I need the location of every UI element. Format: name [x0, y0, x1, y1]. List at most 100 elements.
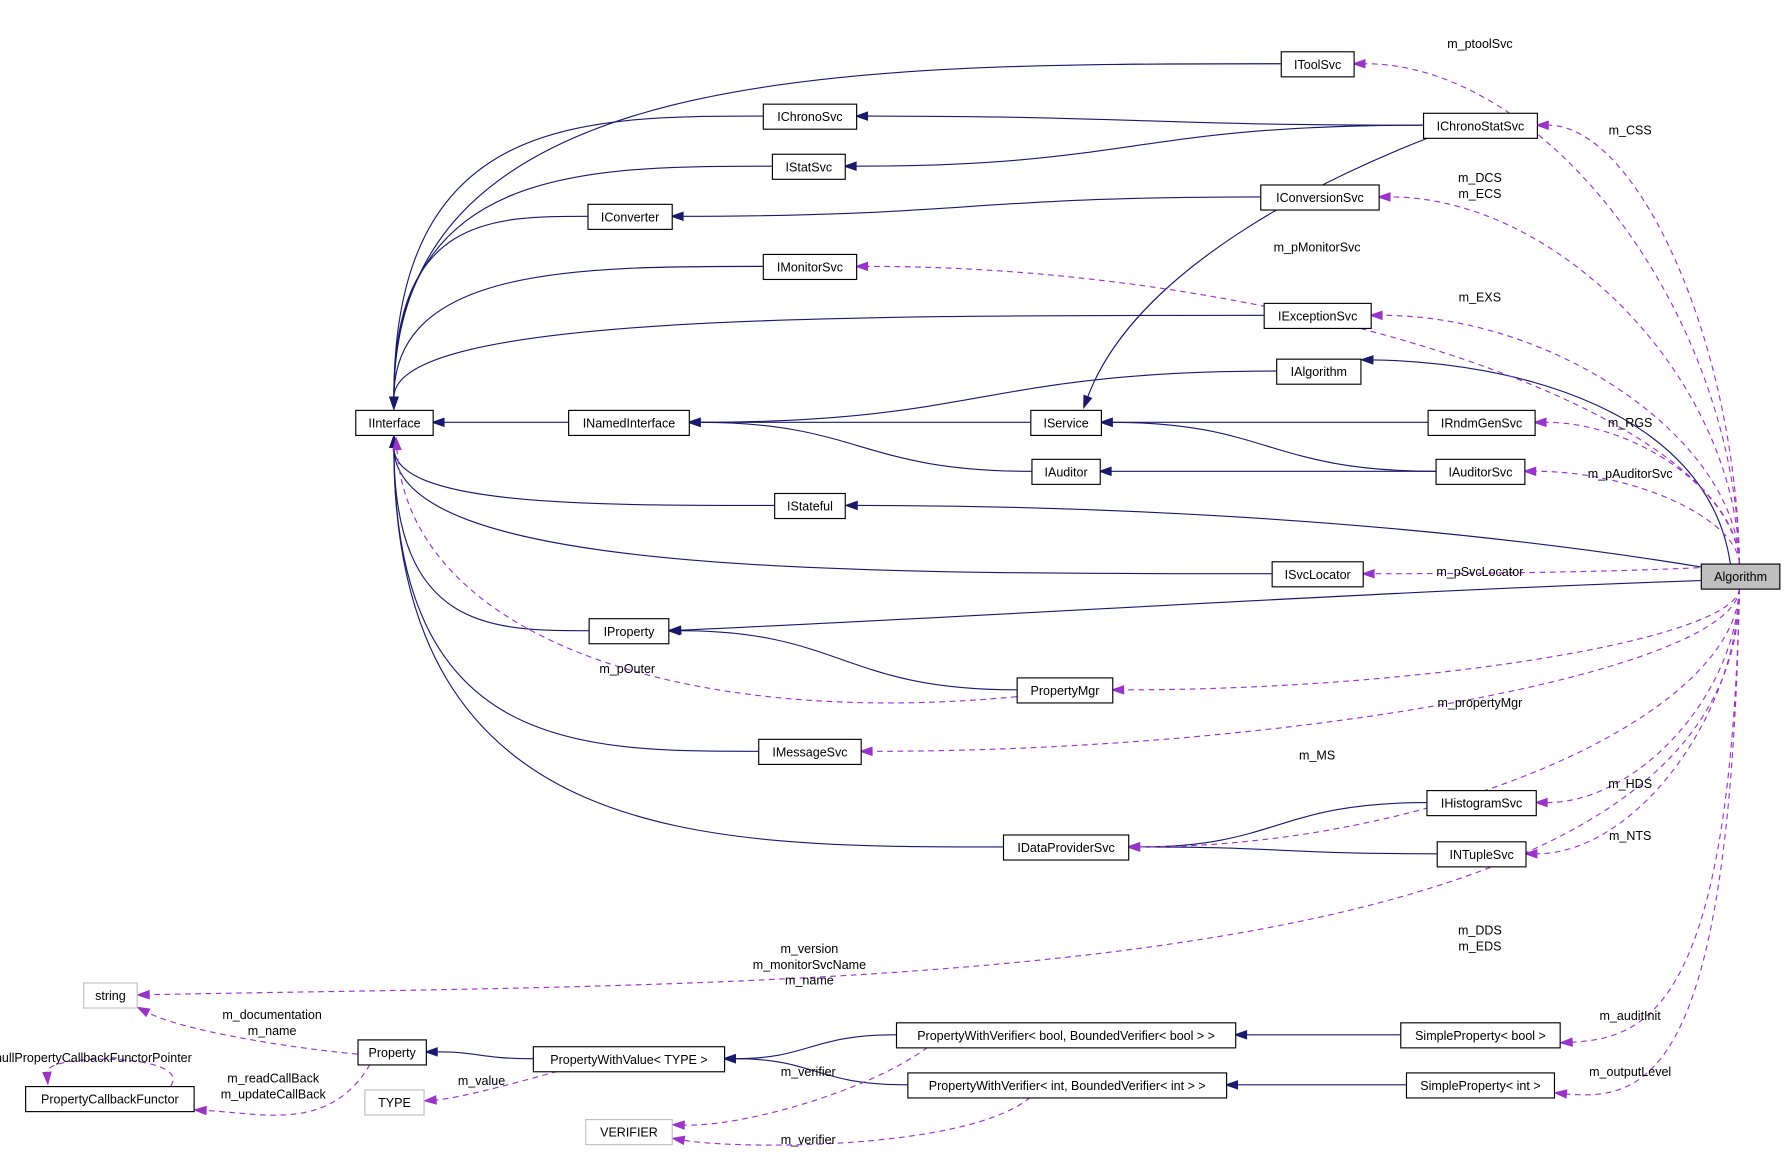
node-ichronostatsvc[interactable]: IChronoStatSvc — [1422, 112, 1538, 139]
arrowhead-icon — [1522, 466, 1537, 477]
node-iauditor[interactable]: IAuditor — [1031, 458, 1101, 485]
arrowhead-icon — [42, 1071, 52, 1086]
node-box[interactable] — [1271, 561, 1364, 588]
node-label: PropertyWithVerifier< bool, BoundedVerif… — [917, 1029, 1215, 1043]
node-box[interactable] — [1400, 1022, 1561, 1049]
node-box[interactable] — [907, 1072, 1228, 1099]
node-ihistogramsvc[interactable]: IHistogramSvc — [1426, 790, 1537, 817]
edge-label-line: m_version — [781, 942, 839, 956]
node-propertywithvalue-type[interactable]: PropertyWithValue< TYPE > — [532, 1046, 726, 1073]
edge-label: m_HDS — [1608, 777, 1652, 791]
node-propertycallbackfunctor[interactable]: PropertyCallbackFunctor — [25, 1086, 195, 1113]
node-idataprovidersvc[interactable]: IDataProviderSvc — [1002, 834, 1130, 861]
node-property[interactable]: Property — [357, 1039, 427, 1066]
arrowhead-icon — [722, 1053, 736, 1064]
node-string[interactable]: string — [83, 982, 138, 1009]
node-box[interactable] — [364, 1089, 425, 1116]
node-irndmgensvc[interactable]: IRndmGenSvc — [1427, 409, 1536, 436]
edge-propertywithverifier-int-boundedverifier-int-to-verifier — [683, 1096, 1031, 1146]
node-simpleproperty-bool[interactable]: SimpleProperty< bool > — [1400, 1022, 1561, 1049]
node-label: IInterface — [368, 416, 420, 430]
arrowhead-icon — [422, 1095, 437, 1105]
node-box[interactable] — [1422, 112, 1538, 139]
node-box[interactable] — [762, 253, 858, 281]
node-box[interactable] — [758, 738, 862, 765]
arrowhead-icon — [1360, 568, 1375, 579]
node-box[interactable] — [895, 1022, 1237, 1049]
node-ialgorithm[interactable]: IAlgorithm — [1276, 358, 1362, 385]
edge-ichronostatsvc-to-ichronosvc — [867, 115, 1423, 126]
node-iservice[interactable]: IService — [1030, 409, 1102, 436]
node-itoolsvc[interactable]: IToolSvc — [1280, 51, 1355, 78]
arrowhead-icon — [1110, 685, 1125, 695]
node-intuplesvc[interactable]: INTupleSvc — [1436, 841, 1527, 868]
node-box[interactable] — [1435, 458, 1526, 485]
node-box[interactable] — [1427, 409, 1536, 436]
node-istatsvc[interactable]: IStatSvc — [771, 153, 846, 180]
edge-label-line: m_pMonitorSvc — [1274, 241, 1361, 255]
node-box[interactable] — [1002, 834, 1130, 861]
node-label: Algorithm — [1714, 570, 1767, 584]
node-iconverter[interactable]: IConverter — [587, 203, 673, 230]
node-label: SimpleProperty< bool > — [1415, 1029, 1546, 1043]
node-box[interactable] — [1436, 841, 1527, 868]
edge-algorithm-to-intuplesvc — [1536, 588, 1741, 855]
node-box[interactable] — [771, 153, 846, 180]
node-box[interactable] — [1405, 1072, 1556, 1099]
node-iinterface[interactable]: IInterface — [355, 409, 434, 436]
node-box[interactable] — [1260, 184, 1380, 211]
arrowhead-icon — [1559, 1037, 1573, 1047]
node-box[interactable] — [588, 618, 670, 645]
node-type[interactable]: TYPE — [364, 1089, 425, 1116]
node-box[interactable] — [355, 409, 434, 436]
node-iexceptionsvc[interactable]: IExceptionSvc — [1263, 302, 1372, 329]
node-propertywithverifier-int-boundedverifier-int[interactable]: PropertyWithVerifier< int, BoundedVerifi… — [907, 1072, 1228, 1099]
node-box[interactable] — [1016, 677, 1114, 704]
node-box[interactable] — [1280, 51, 1355, 78]
edge-label: m_pOuter — [599, 662, 655, 676]
node-box[interactable] — [83, 982, 138, 1009]
node-ichronosvc[interactable]: IChronoSvc — [762, 103, 858, 130]
edge-algorithm-to-ichronostatsvc — [1548, 124, 1741, 564]
node-box[interactable] — [587, 203, 673, 230]
node-istateful[interactable]: IStateful — [774, 492, 846, 520]
node-propertywithverifier-bool-boundedverifier-bool[interactable]: PropertyWithVerifier< bool, BoundedVerif… — [895, 1022, 1237, 1049]
node-verifier[interactable]: VERIFIER — [585, 1119, 673, 1146]
node-box[interactable] — [357, 1039, 427, 1066]
node-box[interactable] — [762, 103, 858, 130]
edge-algorithm-to-irndmgensvc — [1545, 421, 1741, 564]
edge-label: m_pAuditorSvc — [1588, 467, 1673, 481]
node-box[interactable] — [1700, 563, 1781, 590]
node-iauditorsvc[interactable]: IAuditorSvc — [1435, 458, 1526, 485]
node-box[interactable] — [25, 1086, 195, 1113]
node-box[interactable] — [1263, 302, 1372, 329]
node-box[interactable] — [1030, 409, 1102, 436]
node-algorithm[interactable]: Algorithm — [1700, 563, 1781, 590]
node-propertymgr[interactable]: PropertyMgr — [1016, 677, 1114, 704]
node-inamedinterface[interactable]: INamedInterface — [568, 409, 690, 436]
node-imonitorsvc[interactable]: IMonitorSvc — [762, 253, 858, 281]
edge-label: m_verifier — [781, 1065, 836, 1079]
node-box[interactable] — [1276, 358, 1362, 385]
arrowhead-icon — [858, 746, 873, 757]
node-box[interactable] — [585, 1119, 673, 1146]
node-isvclocator[interactable]: ISvcLocator — [1271, 561, 1364, 588]
node-box[interactable] — [568, 409, 690, 436]
edge-propertywithverifier-bool-boundedverifier-bool-to-propertywithvalue-type — [735, 1034, 896, 1060]
node-iproperty[interactable]: IProperty — [588, 618, 670, 645]
node-simpleproperty-int[interactable]: SimpleProperty< int > — [1405, 1072, 1556, 1099]
arrowhead-icon — [424, 1047, 438, 1057]
node-box[interactable] — [532, 1046, 726, 1073]
edge-label-line: m_EXS — [1459, 291, 1501, 305]
arrowhead-icon — [1224, 1080, 1238, 1090]
arrowhead-icon — [671, 1135, 686, 1146]
node-box[interactable] — [1031, 458, 1101, 485]
edge-label: m_value — [458, 1074, 505, 1088]
node-box[interactable] — [1426, 790, 1537, 817]
node-iconversionsvc[interactable]: IConversionSvc — [1260, 184, 1380, 211]
node-imessagesvc[interactable]: IMessageSvc — [758, 738, 862, 765]
node-label: IConversionSvc — [1276, 191, 1364, 205]
node-box[interactable] — [774, 492, 846, 520]
arrowhead-icon — [842, 161, 857, 171]
edge-ichronostatsvc-to-iservice — [1087, 137, 1429, 398]
